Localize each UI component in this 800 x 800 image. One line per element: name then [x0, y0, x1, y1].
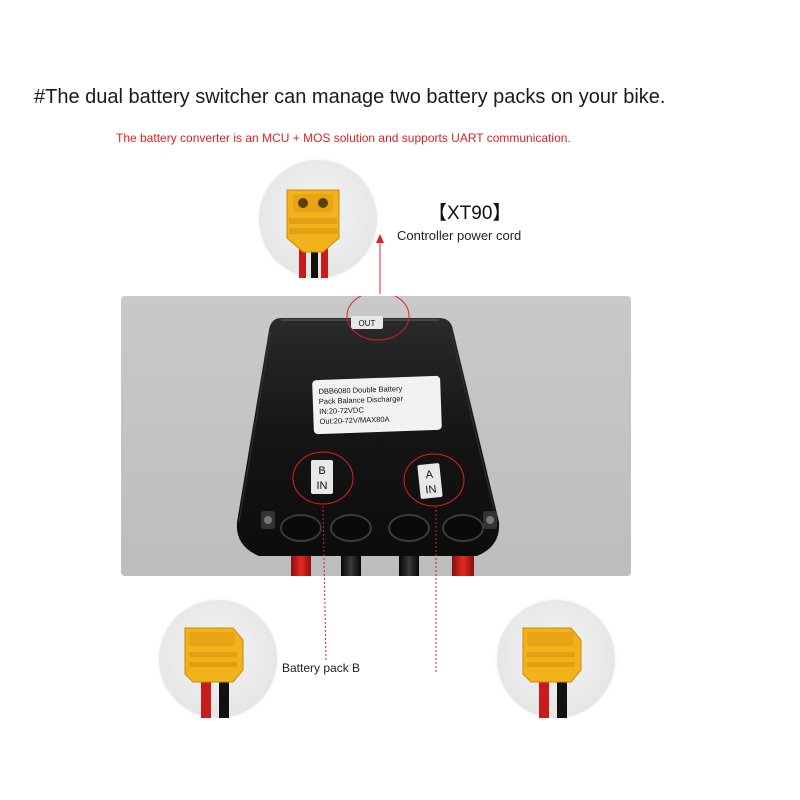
grommet-3: [388, 514, 430, 542]
spec-line-3: IN:20-72VDC: [319, 405, 364, 416]
headline: #The dual battery switcher can manage tw…: [34, 86, 666, 108]
battery-a-connector-icon: [522, 627, 582, 718]
screw-left: [264, 516, 272, 524]
out-port-label: OUT: [359, 319, 376, 328]
out-port-tag: [351, 316, 383, 329]
spec-line-1: DBB6080 Double Battery: [318, 384, 402, 396]
out-arrow-head: [376, 234, 384, 243]
b-in-highlight-circle: [292, 451, 354, 505]
xt90-connector-icon: [286, 189, 340, 278]
housing-edge-right: [450, 331, 498, 523]
housing-edge-left: [238, 331, 272, 523]
a-port-letter: A: [425, 469, 434, 482]
b-in-tag: [311, 460, 333, 494]
battery-b-connector-icon: [184, 627, 244, 718]
a-in-highlight-circle: [403, 453, 465, 507]
screw-right: [486, 516, 494, 524]
xt90-title: 【XT90】: [428, 203, 512, 224]
subline: The battery converter is an MCU + MOS so…: [116, 131, 571, 145]
b-port-in: IN: [317, 480, 328, 492]
spec-label: [312, 375, 442, 435]
a-in-tag: [417, 463, 443, 499]
b-guide-line: [322, 505, 327, 661]
grommet-1: [280, 514, 322, 542]
battery-pack-b-caption: Battery pack B: [282, 661, 361, 675]
b-port-letter: B: [318, 465, 325, 477]
spec-line-4: Out:20-72V/MAX80A: [319, 415, 389, 426]
a-port-in: IN: [425, 483, 437, 496]
battery-a-connector-photo: [497, 600, 615, 718]
switcher-device: OUT DBB6080 Double Battery Pack Balance …: [236, 296, 500, 576]
xt90-connector-photo: [259, 160, 377, 278]
xt90-caption: Controller power cord: [397, 228, 522, 243]
grommet-4: [442, 514, 484, 542]
battery-b-connector-photo: [159, 600, 277, 718]
spec-line-2: Pack Balance Discharger: [319, 394, 404, 406]
grommet-2: [330, 514, 372, 542]
out-highlight-circle: [346, 296, 410, 341]
